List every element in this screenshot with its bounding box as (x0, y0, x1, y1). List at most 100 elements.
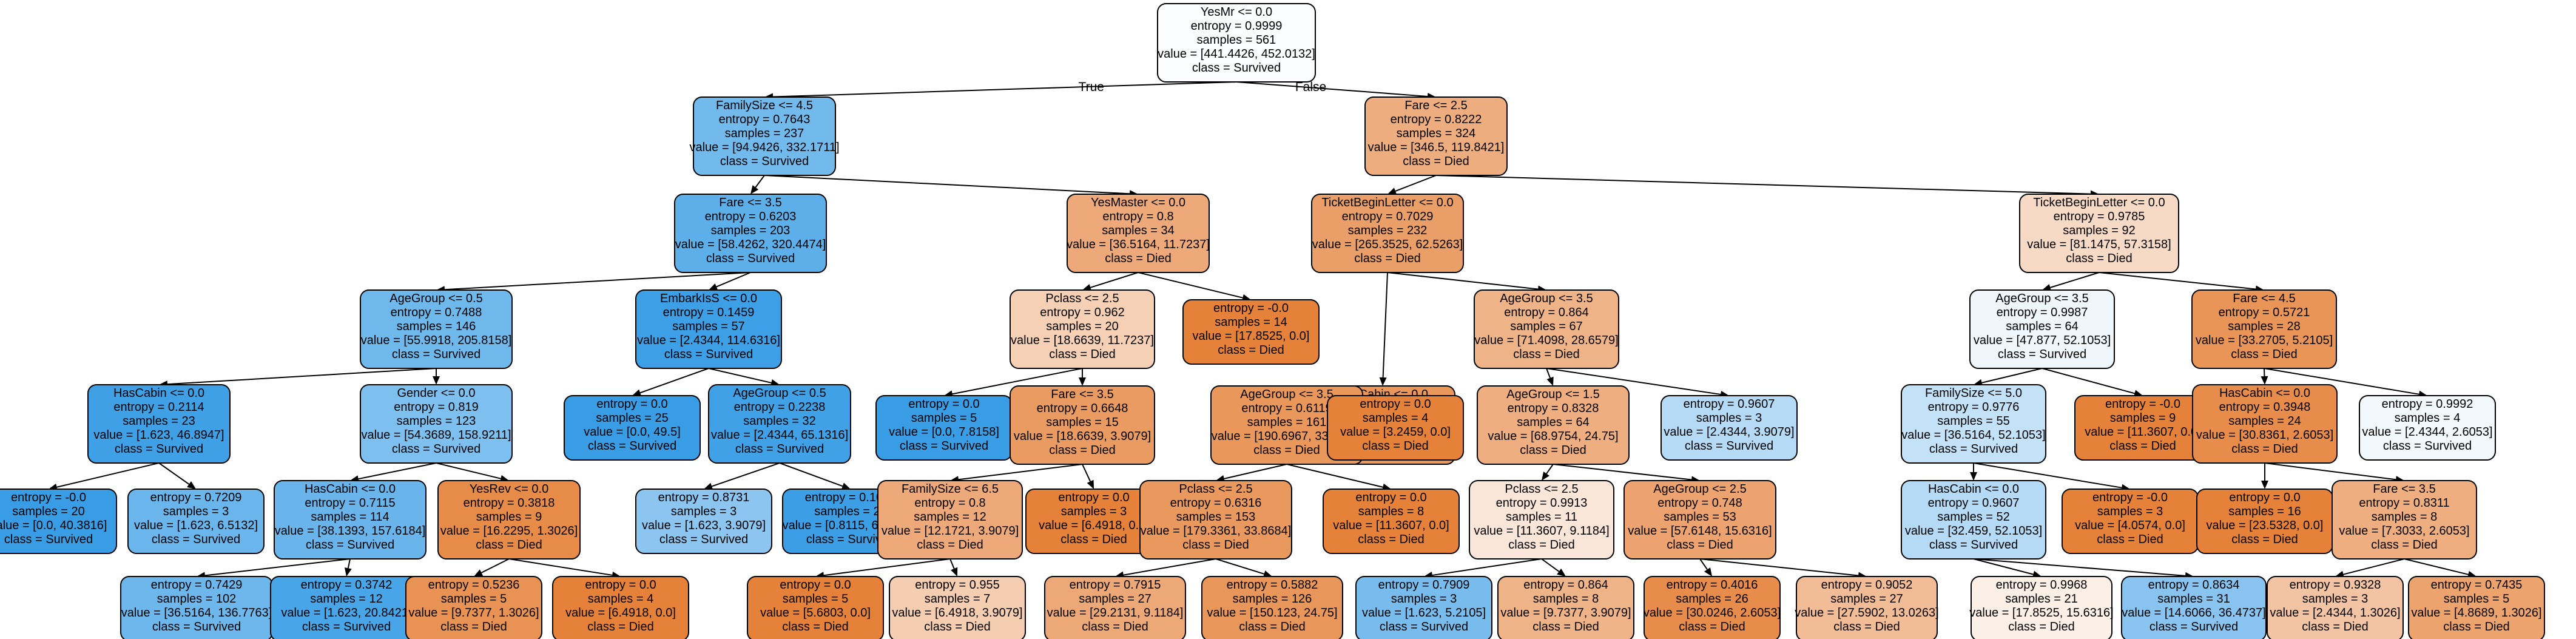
node-text-line: samples = 3 (2097, 505, 2163, 518)
node-text-line: TicketBeginLetter <= 0.0 (1321, 196, 1453, 209)
node-text-line: class = Survived (720, 155, 809, 168)
node-text-line: samples = 92 (2063, 224, 2136, 237)
node-text-line: value = [1.623, 20.8421] (281, 606, 411, 620)
node-text-line: entropy = 0.748 (1657, 496, 1742, 510)
tree-edge (204, 558, 351, 576)
node-text-line: class = Died (2097, 533, 2163, 546)
arrowhead-icon (1970, 472, 1977, 481)
node-box (1323, 489, 1460, 554)
node-text-line: samples = 161 (1247, 416, 1327, 429)
node-text-line: Fare <= 2.5 (1404, 99, 1467, 112)
node-box (1067, 194, 1210, 273)
node-text-line: samples = 57 (672, 320, 745, 333)
node-text-line: value = [6.4918, 3.9079] (892, 606, 1022, 620)
node-text-line: class = Survived (659, 533, 748, 546)
node-text-line: value = [11.3607, 0.0] (2085, 425, 2200, 439)
node-box (1010, 385, 1155, 465)
node-text-line: class = Died (1532, 620, 1599, 634)
node-text-line: entropy = 0.0 (585, 578, 656, 592)
node-text-line: entropy = 0.1459 (663, 306, 755, 319)
node-box (127, 489, 265, 554)
node-text-line: value = [6.4918, 0.0] (565, 606, 676, 620)
tree-edge (1553, 464, 1692, 481)
tree-edge (444, 272, 751, 291)
tree-edge (1432, 558, 1542, 576)
node-box (2192, 384, 2338, 464)
node-text-line: entropy = 0.6203 (705, 210, 797, 223)
node-text-line: samples = 25 (596, 411, 669, 425)
node-text-line: class = Died (2443, 620, 2510, 634)
node-text-line: FamilySize <= 6.5 (902, 482, 999, 496)
node-text-line: YesMaster <= 0.0 (1091, 196, 1185, 209)
node-text-line: samples = 9 (476, 510, 542, 524)
node-text-line: class = Died (1182, 538, 1249, 552)
tree-edge (358, 462, 437, 480)
node-text-line: Pclass <= 2.5 (1045, 292, 1119, 305)
tree-edge (436, 462, 501, 479)
node-text-line: value = [9.7377, 1.3026] (408, 606, 539, 620)
node-text-line: value = [150.123, 24.75] (1207, 606, 1337, 620)
node-text-line: samples = 12 (310, 592, 383, 606)
node-text-line: entropy = 0.7488 (391, 306, 482, 319)
tree-edge (2343, 558, 2405, 575)
node-text-line: value = [1.623, 46.8947] (93, 428, 224, 442)
node-text-line: entropy = 0.9607 (1928, 496, 2020, 510)
node-box (1364, 96, 1508, 176)
node-text-line: value = [14.6066, 36.4737] (2122, 606, 2265, 620)
node-text-line: value = [68.9754, 24.75] (1488, 430, 1618, 443)
node-text-line: entropy = 0.5882 (1227, 578, 1318, 592)
node-text-line: HasCabin <= 0.0 (113, 387, 204, 400)
node-text-line: samples = 561 (1197, 33, 1276, 47)
node-text-line: class = Survived (1192, 61, 1281, 75)
tree-edge (1973, 462, 2122, 489)
node-text-line: entropy = 0.7915 (1070, 578, 1161, 592)
node-text-line: samples = 4 (588, 592, 653, 606)
node-text-line: entropy = 0.9052 (1821, 578, 1913, 592)
tree-edge (1546, 368, 1721, 395)
node-text-line: value = [30.8361, 2.6053] (2196, 428, 2333, 442)
node-text-line: value = [2.4344, 2.6053] (2362, 425, 2492, 439)
arrowhead-icon (187, 481, 196, 489)
node-text-line: value = [58.4262, 320.4474] (675, 238, 826, 251)
node-text-line: value = [3.2459, 0.0] (1340, 425, 1451, 439)
node-text-line: entropy = -0.0 (2092, 491, 2168, 504)
node-box (1355, 576, 1492, 639)
node-text-line: value = [5.6803, 0.0] (760, 606, 871, 620)
node-text-line: class = Died (2231, 533, 2298, 546)
node-text-line: entropy = 0.9987 (1997, 306, 2088, 319)
arrowhead-icon (704, 482, 713, 490)
node-box (2408, 576, 2545, 639)
arrowhead-icon (750, 185, 759, 194)
node-text-line: samples = 24 (2228, 414, 2301, 428)
node-text-line: entropy = 0.9968 (1996, 578, 2088, 592)
tree-edge (639, 368, 709, 394)
node-text-line: value = [30.0246, 2.6053] (1644, 606, 1781, 620)
node-text-line: value = [0.0, 40.3816] (0, 519, 107, 532)
node-text-line: class = Survived (1380, 620, 1468, 634)
node-text-line: entropy = 0.8634 (2148, 578, 2240, 592)
node-text-line: value = [38.1393, 157.6184] (275, 524, 426, 538)
node-text-line: class = Died (2231, 442, 2298, 456)
node-box (2359, 395, 2496, 461)
tree-edge (1973, 558, 2186, 576)
node-text-line: samples = 8 (2372, 510, 2437, 524)
tree-edge (772, 81, 1237, 98)
node-text-line: EmbarkIsS <= 0.0 (660, 292, 757, 305)
node-text-line: samples = 27 (1079, 592, 1151, 606)
node-text-line: FamilySize <= 4.5 (716, 99, 813, 112)
node-text-line: Fare <= 3.5 (719, 196, 781, 209)
tree-edge (508, 558, 613, 576)
